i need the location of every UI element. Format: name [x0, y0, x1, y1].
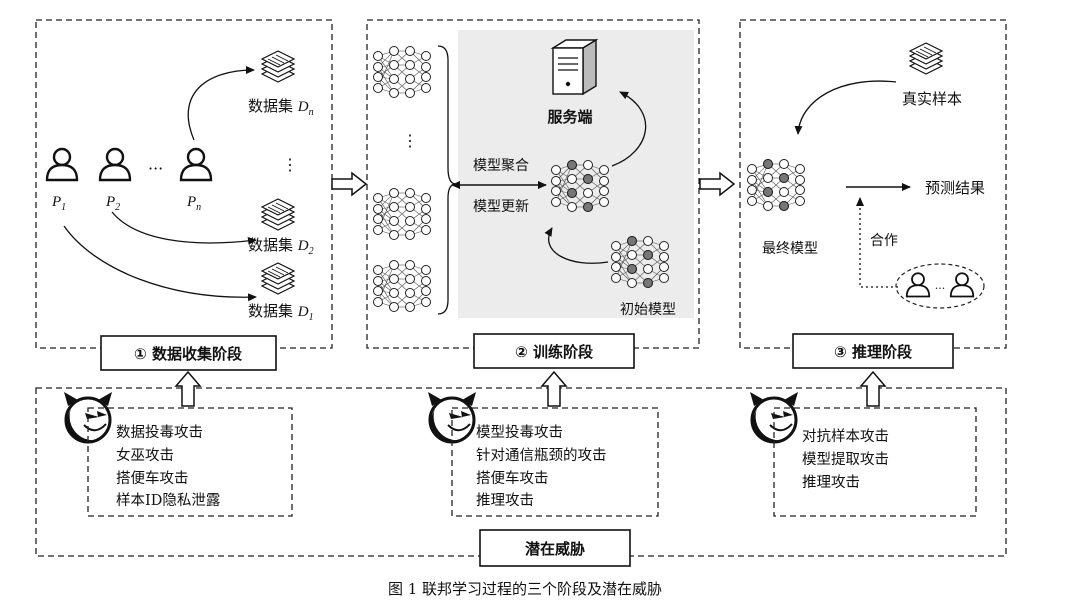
inference-stage-box	[739, 19, 1007, 349]
dataset-n-label: 数据集 Dn	[248, 97, 314, 118]
arrow-threat-to-inference	[860, 371, 886, 407]
arrow-threat-to-collection	[175, 371, 201, 407]
final-model-label: 最终模型	[762, 241, 818, 257]
collection-stage-label-box	[100, 335, 277, 371]
inference-stage-label-box	[792, 333, 954, 369]
participant-ellipsis: ···	[148, 159, 163, 178]
cooperating-parties	[895, 263, 985, 309]
person-icon	[949, 272, 975, 298]
participant-p2: P2	[98, 147, 132, 213]
threat-item: 样本ID隐私泄露	[116, 492, 221, 509]
dataset-2-icon	[261, 198, 295, 231]
threat-item: 对抗样本攻击	[802, 428, 889, 445]
arrow-p1-to-d1	[63, 225, 257, 302]
arrow-training-to-inference	[699, 172, 735, 196]
threat-item: 女巫攻击	[116, 446, 174, 464]
training-threats-box	[451, 407, 659, 517]
server-label: 服务端	[547, 108, 592, 126]
threat-item: 模型提取攻击	[802, 451, 889, 468]
server-icon	[550, 38, 599, 96]
participant-label: P2	[105, 194, 120, 213]
threat-item: 数据投毒攻击	[116, 424, 203, 441]
arrow-initial-to-global	[544, 227, 609, 264]
aggregate-label: 模型聚合	[473, 158, 529, 174]
threats-label-box	[479, 529, 631, 567]
training-stage-label: ② 训练阶段	[515, 343, 593, 361]
threat-item: 搭便车攻击	[476, 470, 549, 487]
client-model-3	[373, 260, 431, 312]
client-model-1	[373, 46, 431, 98]
arrow-pn-to-dn	[187, 66, 255, 141]
threat-item: 推理攻击	[476, 492, 534, 509]
cooperate-label: 合作	[870, 233, 898, 249]
participant-p1: P1	[45, 147, 79, 213]
client-model-ellipsis: ⋮	[402, 131, 418, 150]
arrow-threat-to-training	[541, 371, 567, 407]
dataset-n-icon	[261, 50, 295, 83]
figure-caption: 图 1 联邦学习过程的三个阶段及潜在威胁	[388, 580, 662, 598]
training-stage-label-box	[473, 333, 635, 369]
dataset-1-label: 数据集 D1	[248, 302, 314, 323]
threat-item: 推理攻击	[802, 474, 860, 491]
client-models-brace	[437, 45, 457, 315]
collection-threats-list: 数据投毒攻击 女巫攻击 搭便车攻击 样本ID隐私泄露	[116, 424, 221, 509]
person-icon	[905, 272, 931, 298]
prediction-label: 预测结果	[925, 179, 985, 197]
person-icon	[179, 147, 213, 182]
inference-stage-label: ③ 推理阶段	[834, 343, 912, 361]
threat-item: 针对通信瓶颈的攻击	[476, 447, 607, 464]
arrow-collection-to-training	[331, 172, 367, 196]
update-label: 模型更新	[473, 199, 529, 215]
client-model-2	[373, 188, 431, 240]
person-icon	[45, 147, 79, 182]
collection-threats-box	[87, 407, 293, 517]
training-threats-list: 模型投毒攻击 针对通信瓶颈的攻击 搭便车攻击 推理攻击	[476, 424, 607, 509]
real-sample-label: 真实样本	[902, 90, 962, 108]
collection-stage-label: ① 数据收集阶段	[134, 345, 242, 363]
dataset-2-label: 数据集 D2	[248, 236, 314, 257]
threats-label: 潜在威胁	[525, 540, 585, 558]
participant-label: Pn	[186, 194, 201, 213]
dataset-1-icon	[261, 262, 295, 295]
dataset-ellipsis: ⋮	[282, 155, 298, 174]
participant-label: P1	[51, 194, 66, 213]
initial-model-label: 初始模型	[620, 301, 676, 318]
threat-item: 模型投毒攻击	[476, 424, 563, 441]
arrow-p2-to-d2	[111, 211, 257, 245]
person-icon	[98, 147, 132, 182]
real-sample-icon	[909, 42, 943, 75]
final-model	[748, 160, 805, 211]
participant-pn: Pn	[179, 147, 213, 213]
parties-ellipsis: ···	[935, 282, 946, 295]
inference-threats-box	[773, 407, 977, 517]
inference-threats-list: 对抗样本攻击 模型提取攻击 推理攻击	[802, 428, 889, 491]
arrow-sample-to-model	[794, 80, 897, 135]
arrow-global-to-server	[611, 91, 647, 167]
threat-item: 搭便车攻击	[116, 470, 189, 487]
